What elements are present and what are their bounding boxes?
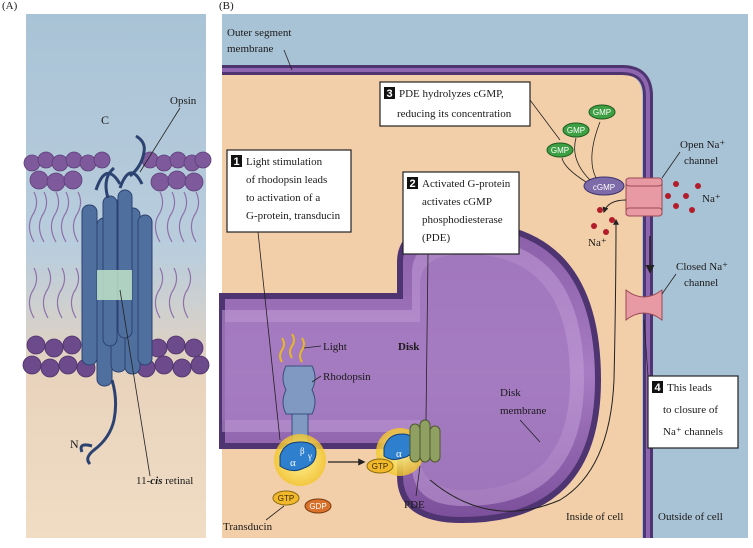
step2-line4: (PDE) — [422, 232, 450, 244]
gmp-molecules: GMP GMP GMP — [546, 104, 616, 158]
open-channel-label-1: Open Na⁺ — [680, 139, 725, 151]
gtp-label: GTP — [278, 494, 294, 503]
rhodopsin — [282, 365, 316, 445]
gtp-active-label: GTP — [372, 462, 388, 471]
alpha-subunit: α — [290, 457, 296, 469]
closed-na-channel — [625, 288, 663, 322]
beta-subunit: β — [300, 446, 305, 456]
inside-cell-label: Inside of cell — [566, 511, 623, 523]
transducin-complex: α β γ — [274, 434, 326, 486]
step1-callout: 1 Light stimulation of rhodopsin leads t… — [226, 149, 352, 441]
retinal-highlight — [97, 270, 132, 300]
panel-a: C Opsin N 11-cis retinal — [22, 14, 212, 538]
opsin-label: Opsin — [170, 95, 197, 107]
step4-line2: to closure of — [663, 404, 718, 416]
gmp-label-1: GMP — [593, 108, 611, 117]
step3-callout: 3 PDE hydrolyzes cGMP, reducing its conc… — [379, 81, 561, 141]
lipid-tails — [28, 191, 200, 319]
disk-label: Disk — [398, 341, 420, 353]
step1-line2: of rhodopsin leads — [246, 174, 327, 186]
step2-line1: Activated G-protein — [422, 178, 511, 190]
disk-membrane-label-2: membrane — [500, 405, 547, 417]
step4-line1: This leads — [667, 382, 712, 394]
na-inside-label: Na⁺ — [588, 237, 607, 249]
gtp-gdp-exchange: GTP GDP — [272, 490, 332, 514]
opsin-helices — [79, 134, 153, 466]
step3-number: 3 — [386, 88, 392, 100]
step2-callout: 2 Activated G-protein activates cGMP pho… — [402, 171, 520, 421]
panel-a-label: (A) — [2, 0, 18, 12]
na-ions-outside — [665, 181, 701, 213]
step4-callout: 4 This leads to closure of Na⁺ channels — [643, 319, 739, 449]
light-label: Light — [323, 341, 347, 353]
step3-line2: reducing its concentration — [397, 108, 512, 120]
n-terminus-label: N — [70, 437, 79, 451]
panel-b-label: (B) — [219, 0, 234, 12]
transducin-label: Transducin — [223, 521, 273, 533]
pde-membrane-cluster: cGMP — [583, 176, 625, 196]
cgmp-label: cGMP — [593, 183, 615, 192]
disk-membrane-label-1: Disk — [500, 387, 521, 399]
cascade-arrow — [429, 218, 619, 512]
step1-line4: G-protein, transducin — [246, 210, 341, 222]
rhodopsin-label: Rhodopsin — [323, 371, 371, 383]
step1-number: 1 — [233, 156, 239, 168]
lower-lipid-layer — [22, 335, 210, 378]
open-na-channel — [625, 177, 663, 217]
retinal-label: 11-cis retinal — [136, 475, 193, 487]
pde-label: PDE — [404, 499, 425, 511]
pde-complex: α GTP — [366, 419, 441, 476]
step2-number: 2 — [409, 178, 415, 190]
c-terminus-label: C — [101, 113, 109, 127]
pde-enzyme — [409, 419, 441, 463]
panel-b: cGMP GMP GMP GMP α β γ GTP — [219, 14, 748, 538]
retinal-leader — [119, 289, 151, 477]
gamma-subunit: γ — [307, 451, 312, 461]
gmp-label-3: GMP — [551, 146, 569, 155]
outside-cell-label: Outside of cell — [658, 511, 723, 523]
gdp-label: GDP — [309, 502, 326, 511]
step4-line3: Na⁺ channels — [663, 426, 723, 438]
light-rays — [279, 333, 305, 363]
step1-line3: to activation of a — [246, 192, 320, 204]
outer-membrane-label-1: Outer segment — [227, 27, 291, 39]
step4-number: 4 — [654, 382, 661, 394]
hydrolysis-arrows — [561, 121, 601, 183]
outer-membrane-label-2: membrane — [227, 43, 274, 55]
alpha-active: α — [396, 448, 402, 460]
step3-line1: PDE hydrolyzes cGMP, — [399, 88, 504, 100]
closed-channel-label-2: channel — [684, 277, 718, 289]
open-channel-label-2: channel — [684, 155, 718, 167]
na-outside-label: Na⁺ — [702, 193, 721, 205]
na-influx-arrow — [602, 199, 627, 214]
step2-line3: phosphodiesterase — [422, 214, 503, 226]
gmp-label-2: GMP — [567, 126, 585, 135]
step2-line2: activates cGMP — [422, 196, 492, 208]
closed-channel-label-1: Closed Na⁺ — [676, 261, 728, 273]
opsin-leader — [139, 107, 181, 173]
step1-line1: Light stimulation — [246, 156, 323, 168]
